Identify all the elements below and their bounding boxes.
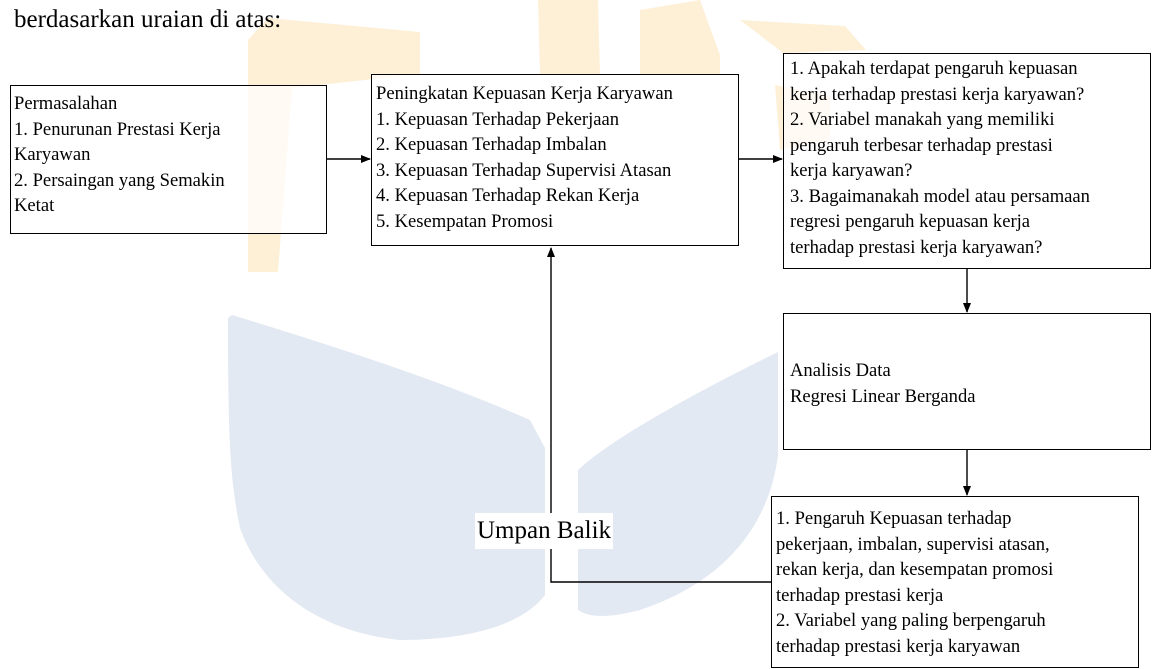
problem-line: Ketat: [14, 195, 55, 216]
feedback-loop-line: [547, 247, 771, 583]
question-line: kerja terhadap prestasi kerja karyawan?: [790, 83, 1085, 105]
satisfaction-item: 5. Kesempatan Promosi: [376, 210, 554, 232]
problem-box: Permasalahan 1. Penurunan Prestasi Kerja…: [10, 85, 327, 234]
result-line: terhadap prestasi kerja: [776, 584, 944, 606]
question-line: 2. Variabel manakah yang memiliki: [790, 109, 1055, 130]
result-line: 2. Variabel yang paling berpengaruh: [776, 610, 1046, 631]
research-questions-box: 1. Apakah terdapat pengaruh kepuasan ker…: [783, 53, 1151, 269]
result-line: pekerjaan, imbalan, supervisi atasan,: [776, 533, 1050, 555]
question-line: 3. Bagaimanakah model atau persamaan: [790, 185, 1090, 207]
satisfaction-item: 2. Kepuasan Terhadap Imbalan: [376, 134, 607, 155]
data-analysis-box: Analisis Data Regresi Linear Berganda: [783, 313, 1151, 450]
analysis-method: Regresi Linear Berganda: [790, 385, 976, 407]
satisfaction-item: 3. Kepuasan Terhadap Supervisi Atasan: [376, 159, 672, 181]
results-box: 1. Pengaruh Kepuasan terhadap pekerjaan,…: [771, 496, 1139, 668]
result-line: terhadap prestasi kerja karyawan: [776, 635, 1021, 657]
watermark-blue-shapes: [228, 315, 778, 640]
feedback-label: Umpan Balik: [475, 513, 614, 549]
question-line: regresi pengaruh kepuasan kerja: [790, 211, 1031, 232]
question-line: 1. Apakah terdapat pengaruh kepuasan: [790, 58, 1078, 79]
satisfaction-item: 4. Kepuasan Terhadap Rekan Kerja: [376, 185, 640, 206]
analysis-title: Analisis Data: [790, 360, 891, 381]
satisfaction-box: Peningkatan Kepuasan Kerja Karyawan 1. K…: [371, 74, 739, 246]
problem-line: Karyawan: [14, 144, 91, 165]
intro-heading: berdasarkan uraian di atas:: [14, 6, 282, 33]
problem-line: 2. Persaingan yang Semakin: [14, 169, 225, 191]
question-line: kerja karyawan?: [790, 160, 913, 181]
question-line: pengaruh terbesar terhadap prestasi: [790, 134, 1053, 156]
satisfaction-title: Peningkatan Kepuasan Kerja Karyawan: [376, 83, 673, 104]
problem-title: Permasalahan: [14, 93, 118, 114]
question-line: terhadap prestasi kerja karyawan?: [790, 236, 1043, 258]
problem-line: 1. Penurunan Prestasi Kerja: [14, 118, 221, 140]
satisfaction-item: 1. Kepuasan Terhadap Pekerjaan: [376, 108, 620, 130]
result-line: rekan kerja, dan kesempatan promosi: [776, 559, 1054, 580]
result-line: 1. Pengaruh Kepuasan terhadap: [776, 508, 1012, 529]
